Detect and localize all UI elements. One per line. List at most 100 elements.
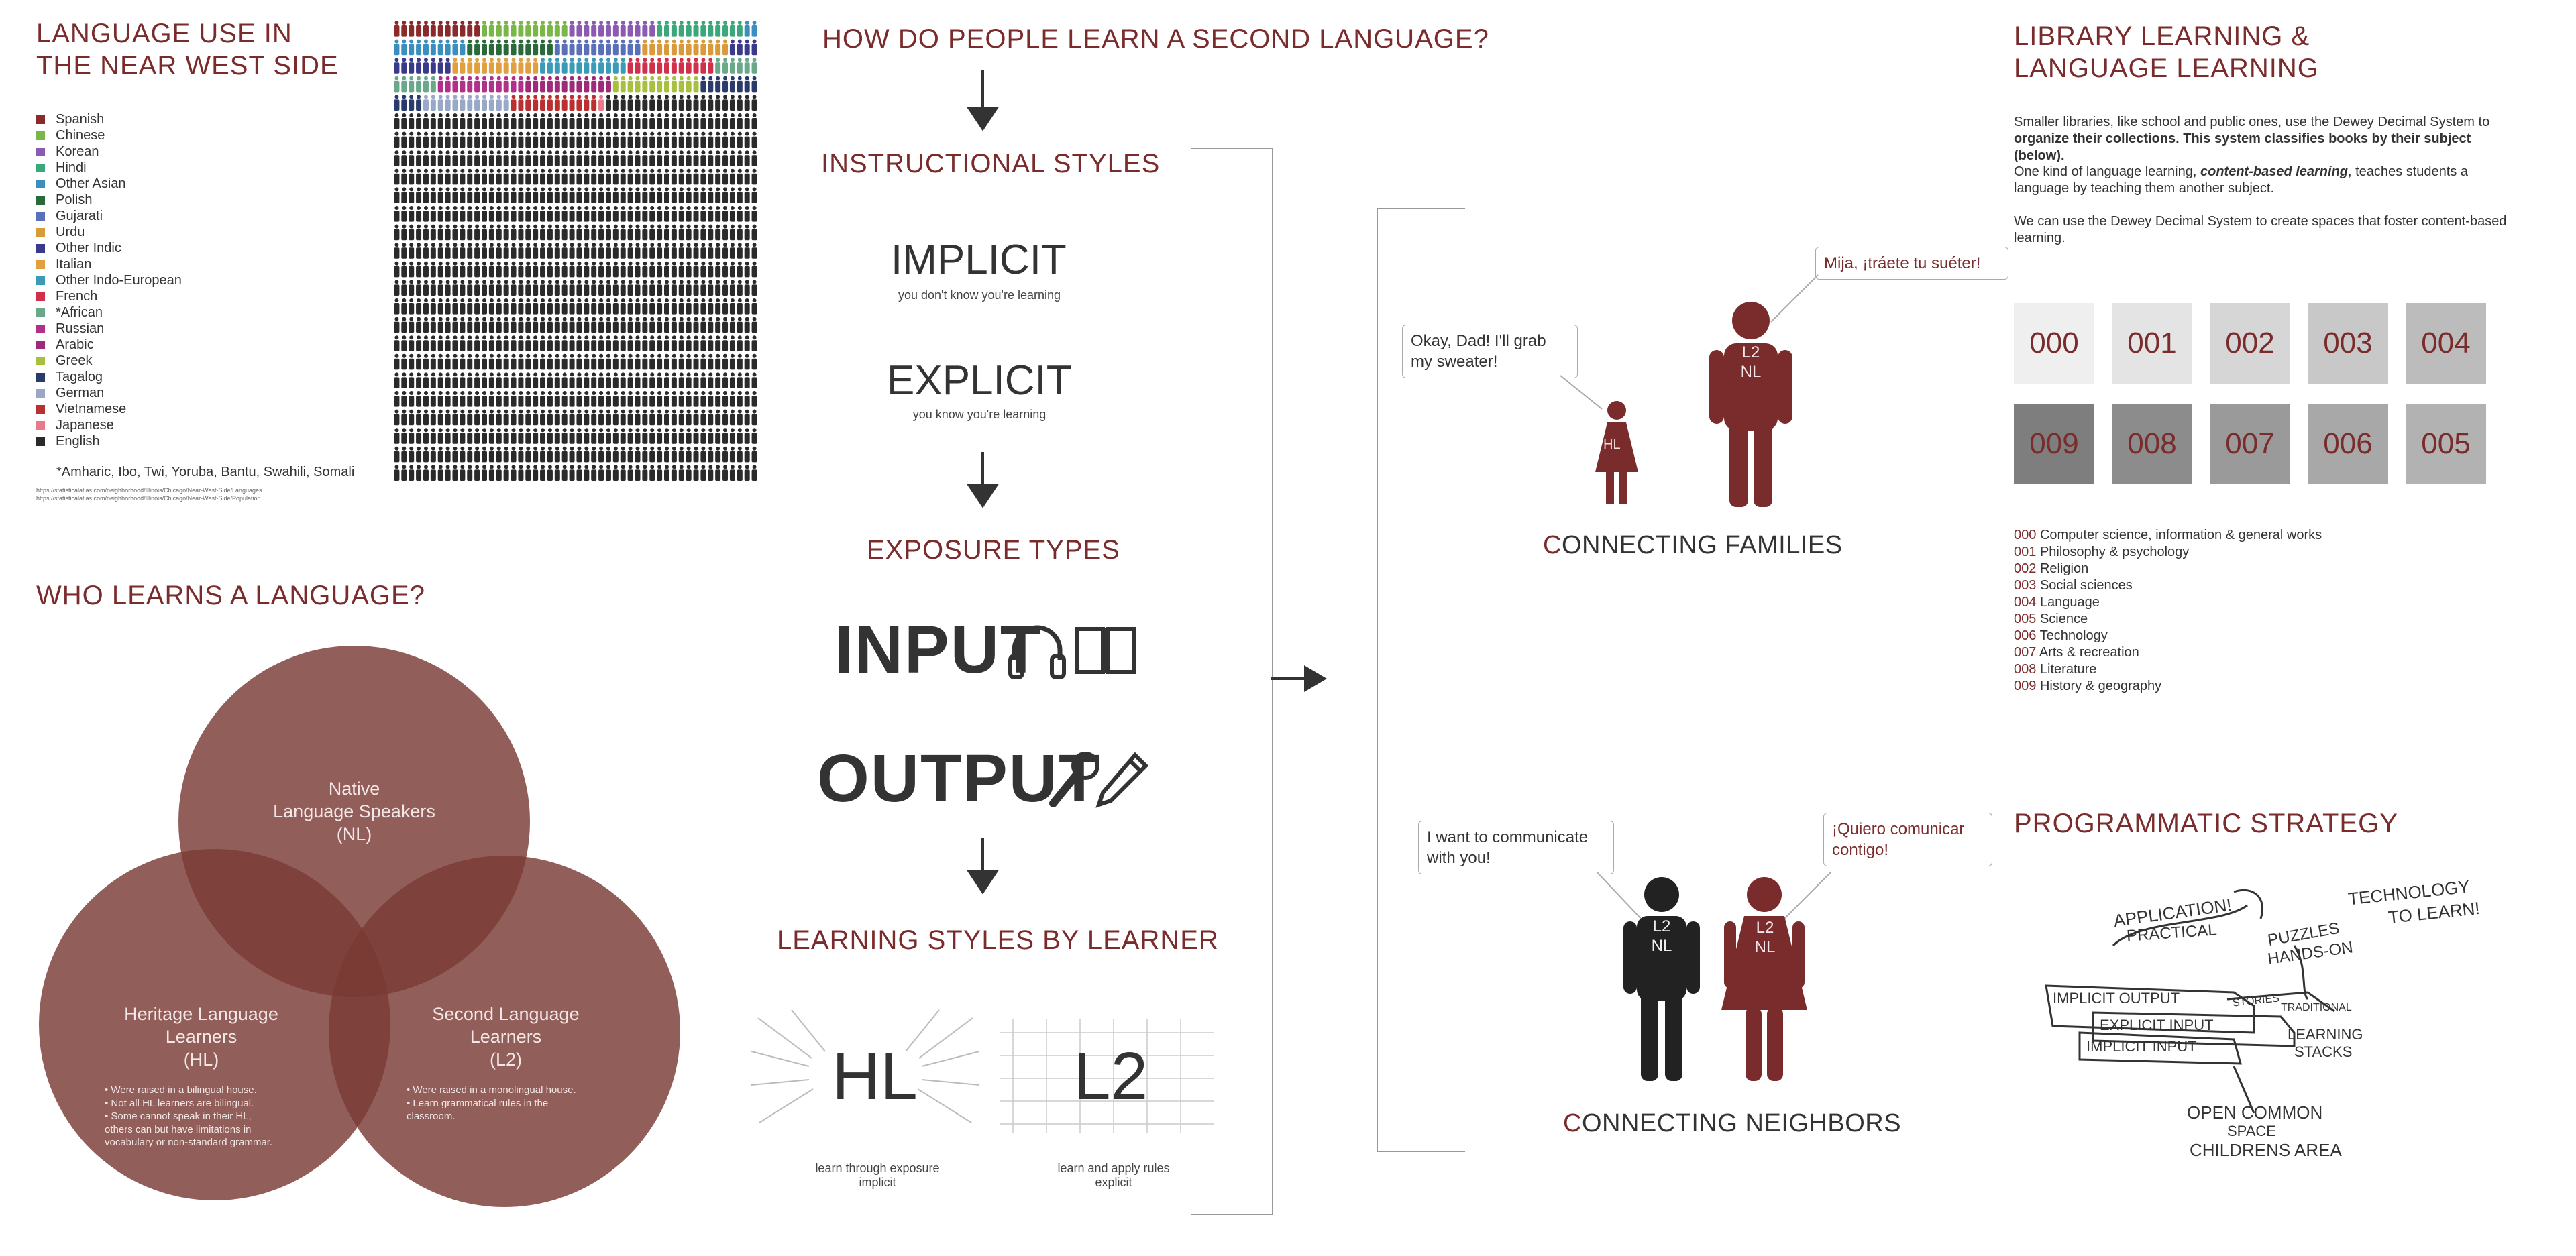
hl-line2: Learners [165,1026,237,1047]
person-icon [474,391,480,407]
person-icon [598,76,604,93]
person-icon [635,446,641,463]
person-icon [401,150,407,166]
person-icon [569,206,575,222]
person-icon [460,39,466,56]
person-icon [518,428,524,444]
person-icon [605,131,611,148]
person-icon [751,76,757,93]
person-icon [525,317,531,333]
person-icon [612,298,619,315]
person-icon [751,335,757,351]
person-icon [598,187,604,203]
person-icon [686,446,692,463]
person-icon [744,95,750,111]
dewey-box: 000 [2014,303,2094,384]
person-icon [503,95,509,111]
person-icon [598,280,604,296]
person-icon [664,76,669,93]
person-icon [576,224,582,241]
legend-item: Urdu [36,224,182,240]
person-icon [511,21,517,37]
person-icon [467,428,473,444]
person-icon [642,224,648,241]
person-icon [511,113,517,129]
dewey-box: 005 [2406,404,2486,484]
person-icon [729,131,735,148]
person-icon [416,150,422,166]
person-icon [533,353,539,370]
person-icon [708,95,714,111]
person-icon [612,58,619,74]
person-icon [751,428,757,444]
person-icon [737,335,743,351]
person-icon [409,206,415,222]
person-icon [482,206,487,222]
child-label: HL [1603,437,1621,452]
dad-label: L2 NL [1735,343,1767,382]
person-icon [612,428,619,444]
person-icon [518,409,524,426]
person-icon [657,353,663,370]
person-icon [482,21,487,37]
person-icon [751,353,757,370]
person-icon [744,335,750,351]
person-icon [591,298,597,315]
person-icon [518,335,524,351]
person-icon [525,261,531,278]
person-icon [649,150,655,166]
person-icon [445,428,451,444]
person-icon [693,206,699,222]
person-icon [533,428,539,444]
person-icon [664,298,669,315]
dewey-code: 006 [2014,628,2037,643]
para-text: Smaller libraries, like school and publi… [2014,115,2490,129]
sketch-stacks: STACKS [2294,1043,2353,1060]
person-icon [482,261,487,278]
person-icon [715,353,721,370]
person-icon [467,391,473,407]
person-icon [584,187,590,203]
person-icon [700,150,706,166]
person-icon [576,353,582,370]
person-icon [598,335,604,351]
legend-swatch [36,163,45,172]
person-icon [605,243,611,259]
person-icon [635,465,641,481]
person-icon [664,446,669,463]
person-icon [547,21,553,37]
person-icon [437,317,443,333]
person-icon [437,76,443,93]
person-icon [715,409,721,426]
person-icon [715,391,721,407]
person-icon [576,465,582,481]
person-icon [401,131,407,148]
person-icon [657,446,663,463]
person-icon [430,58,436,74]
person-icon [751,298,757,315]
person-icon [657,465,663,481]
person-icon [584,372,590,388]
person-icon [700,317,706,333]
person-icon [569,39,575,56]
person-icon [394,224,400,241]
legend-swatch [36,437,45,446]
person-icon [612,446,619,463]
person-icon [729,428,735,444]
person-icon [649,335,655,351]
person-icon [474,428,480,444]
person-icon [452,372,458,388]
person-icon [540,446,546,463]
person-icon [409,372,415,388]
person-icon [612,353,619,370]
dad-figure [1709,302,1792,507]
person-icon [547,465,553,481]
person-icon [482,465,487,481]
person-icon [576,317,582,333]
person-icon [664,335,669,351]
person-icon [737,113,743,129]
person-icon [591,353,597,370]
l2-grid-lines [1000,1019,1214,1133]
person-icon [686,95,692,111]
person-icon [678,353,684,370]
